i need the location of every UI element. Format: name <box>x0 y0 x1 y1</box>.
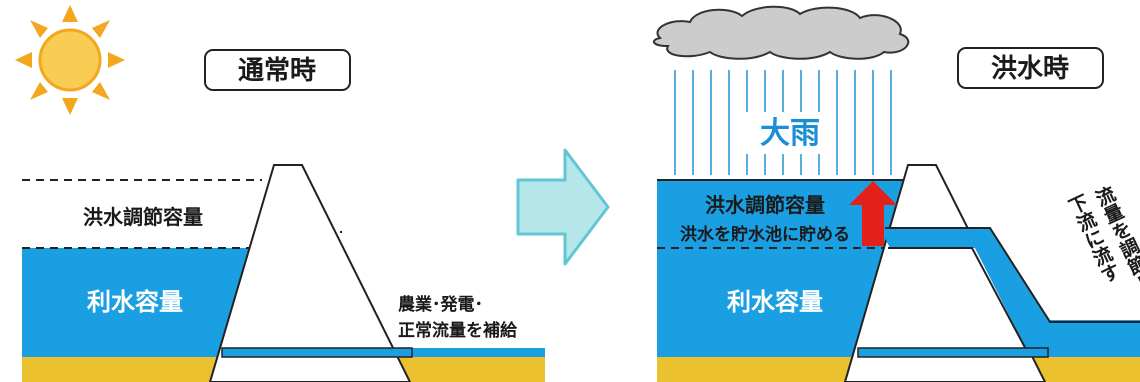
flood-title: 洪水時 <box>991 54 1069 84</box>
supply-label-line1: 農業･発電･ <box>398 294 483 315</box>
normal-title: 通常時 <box>238 56 316 86</box>
flood-store-label: 洪水を貯水池に貯める <box>680 224 850 245</box>
downstream-river-normal <box>410 348 545 357</box>
outflow-channel <box>880 228 1140 357</box>
cloud-icon <box>652 5 910 60</box>
normal-panel: 通常時 洪水調節容量 利水容量 農業･発電･ 正常流量を補給 <box>15 5 545 382</box>
rain-label: 大雨 <box>760 116 820 151</box>
flood-panel: 大雨 洪水時 洪水調節容量 洪水を貯水池に貯める 利水容量 流量を調節して 下流… <box>652 5 1140 382</box>
flood-title-box <box>957 47 1104 89</box>
dam-conduit-normal <box>221 347 413 358</box>
water-use-storage <box>22 248 250 357</box>
dam-conduit-flood <box>857 347 1049 358</box>
normal-flood-control-label: 洪水調節容量 <box>83 205 203 229</box>
up-arrow-icon <box>849 181 897 246</box>
dam-right <box>843 164 1047 382</box>
normal-title-box <box>204 49 351 91</box>
flood-water-use-label: 利水容量 <box>727 288 823 316</box>
dam-left <box>208 164 412 382</box>
flood-flood-control-label: 洪水調節容量 <box>705 193 825 217</box>
supply-label-line2: 正常流量を補給 <box>398 320 518 341</box>
right-arrow-icon <box>516 148 610 266</box>
sun-icon <box>15 5 125 115</box>
normal-water-use-label: 利水容量 <box>87 288 183 316</box>
